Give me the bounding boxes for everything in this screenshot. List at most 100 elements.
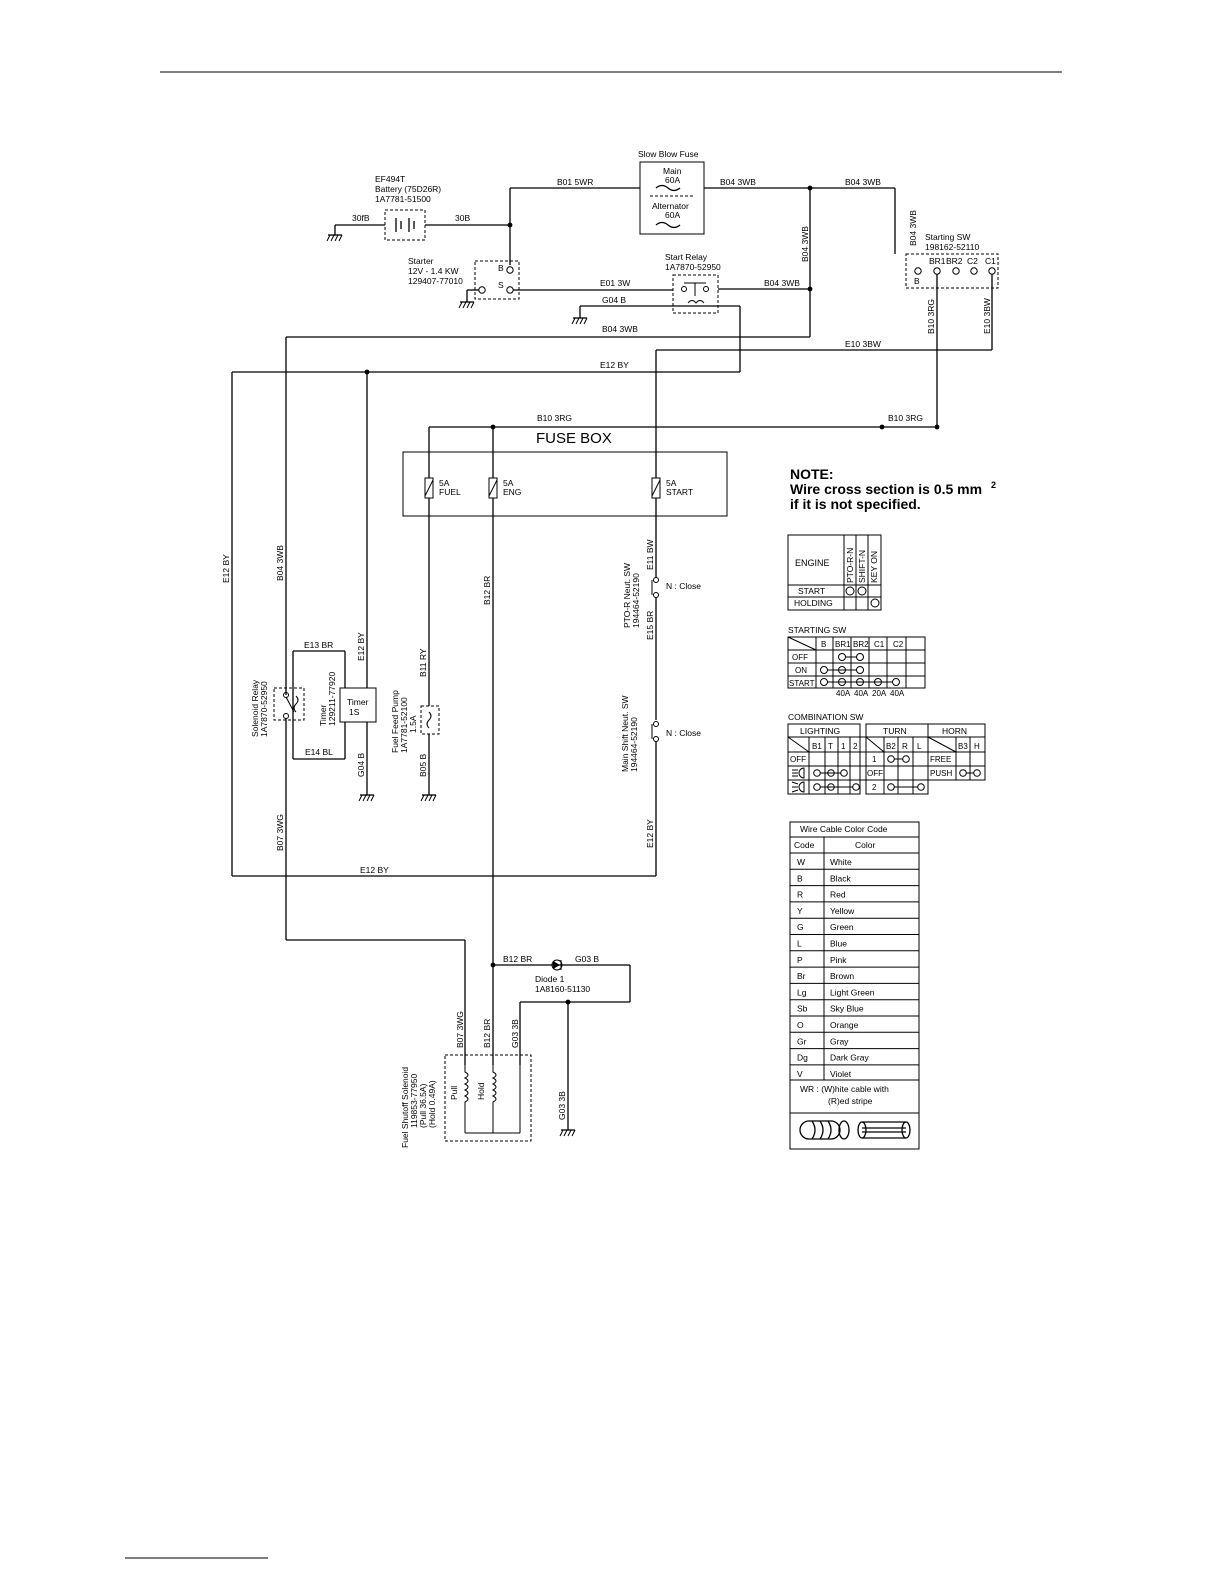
svg-text:E14 BL: E14 BL <box>305 747 333 757</box>
svg-text:Timer: Timer <box>347 697 369 707</box>
starting-switch: Starting SW 198162-52110 BR1 BR2 C2 C1 B <box>905 232 999 289</box>
svg-text:Wire cross section is 0.5 mm: Wire cross section is 0.5 mm <box>790 481 982 497</box>
svg-text:FUSE BOX: FUSE BOX <box>536 430 612 447</box>
svg-text:BR2: BR2 <box>946 256 963 266</box>
svg-text:B10 3RG: B10 3RG <box>537 413 572 423</box>
svg-text:TURN: TURN <box>883 726 907 736</box>
svg-text:B04 3WB: B04 3WB <box>602 324 638 334</box>
color-name: Gray <box>830 1036 849 1046</box>
low-beam-icon <box>792 767 805 779</box>
ground-icon <box>571 317 588 325</box>
color-name: Light Green <box>830 987 875 997</box>
svg-text:1: 1 <box>841 742 846 751</box>
svg-text:KEY ON: KEY ON <box>869 551 879 583</box>
battery: EF494T Battery (75D26R) 1A7781-51500 <box>375 174 441 241</box>
color-name: Sky Blue <box>830 1004 864 1014</box>
svg-text:OFF: OFF <box>790 755 806 764</box>
svg-text:40A: 40A <box>890 689 905 698</box>
svg-text:STARTING SW: STARTING SW <box>788 625 846 635</box>
svg-text:Slow Blow Fuse: Slow Blow Fuse <box>638 149 699 159</box>
svg-text:PTO-R-N: PTO-R-N <box>845 548 855 583</box>
svg-text:40A: 40A <box>836 689 851 698</box>
svg-text:2: 2 <box>872 783 877 792</box>
svg-text:20A: 20A <box>872 689 887 698</box>
plain-cable-icon <box>857 1121 911 1139</box>
svg-text:2: 2 <box>853 742 858 751</box>
ground-icon <box>559 1129 576 1137</box>
color-name: Orange <box>830 1020 859 1030</box>
svg-text:Fuel Shutoff Solenoid: Fuel Shutoff Solenoid <box>400 1067 410 1148</box>
svg-text:SHIFT-N: SHIFT-N <box>857 550 867 583</box>
svg-text:129211-77920: 129211-77920 <box>327 672 337 726</box>
svg-text:G03 3B: G03 3B <box>557 1091 567 1120</box>
svg-text:H: H <box>974 742 980 751</box>
svg-text:B1: B1 <box>812 742 822 751</box>
svg-text:G03 B: G03 B <box>575 954 599 964</box>
svg-text:Hold: Hold <box>476 1082 486 1100</box>
svg-text:EF494T: EF494T <box>375 174 405 184</box>
svg-text:60A: 60A <box>665 175 680 185</box>
svg-text:S: S <box>498 280 504 290</box>
fuse-eng: 5A ENG <box>488 477 521 499</box>
svg-text:12V - 1.4 KW: 12V - 1.4 KW <box>408 266 459 276</box>
svg-text:ENG: ENG <box>503 487 521 497</box>
svg-text:N : Close: N : Close <box>666 728 701 738</box>
svg-text:if it is not specified.: if it is not specified. <box>790 496 921 512</box>
svg-text:198162-52110: 198162-52110 <box>925 242 979 252</box>
svg-text:B: B <box>821 640 826 649</box>
svg-text:PUSH: PUSH <box>930 769 952 778</box>
color-name: Green <box>830 922 854 932</box>
fuse-box <box>402 451 728 517</box>
svg-text:E12 BY: E12 BY <box>360 865 389 875</box>
svg-text:5A: 5A <box>666 478 677 488</box>
svg-text:Start Relay: Start Relay <box>665 252 708 262</box>
color-code: G <box>797 922 804 932</box>
svg-text:BR2: BR2 <box>853 640 869 649</box>
svg-text:B05 B: B05 B <box>418 754 428 777</box>
starter: Starter 12V - 1.4 KW 129407-77010 B S <box>408 256 520 300</box>
svg-text:WR : (W)hite cable with: WR : (W)hite cable with <box>800 1084 889 1094</box>
svg-text:Color: Color <box>855 840 875 850</box>
svg-text:B04 3WB: B04 3WB <box>275 545 285 581</box>
svg-text:B04 3WB: B04 3WB <box>845 177 881 187</box>
svg-text:HOLDING: HOLDING <box>794 598 833 608</box>
svg-text:PTO-R Neut. SW: PTO-R Neut. SW <box>622 563 632 628</box>
color-code-table: Wire Cable Color Code Code Color W WhiteB… <box>789 821 920 1150</box>
svg-text:Solenoid Relay: Solenoid Relay <box>250 679 260 737</box>
svg-text:Timer: Timer <box>318 704 328 726</box>
svg-text:BR1: BR1 <box>929 256 946 266</box>
color-name: Brown <box>830 971 854 981</box>
starting-sw-table: STARTING SW B BR1 BR2 C1 C2 OFF ON START… <box>787 625 926 698</box>
color-code: B <box>797 873 803 883</box>
color-code: W <box>797 857 805 867</box>
svg-text:C2: C2 <box>893 640 904 649</box>
svg-text:R: R <box>902 742 908 751</box>
svg-text:N : Close: N : Close <box>666 581 701 591</box>
svg-text:E10 3BW: E10 3BW <box>982 298 992 334</box>
solenoid-relay: Solenoid Relay 1A7870-52950 <box>250 679 305 737</box>
svg-text:E12 BY: E12 BY <box>356 632 366 661</box>
svg-text:B: B <box>498 263 504 273</box>
color-name: Dark Gray <box>830 1053 869 1063</box>
svg-text:B12 BR: B12 BR <box>503 954 532 964</box>
color-name: Blue <box>830 939 847 949</box>
svg-text:E11 BW: E11 BW <box>645 539 655 570</box>
svg-text:E01 3W: E01 3W <box>600 278 630 288</box>
svg-text:LIGHTING: LIGHTING <box>800 726 840 736</box>
svg-text:Wire Cable Color Code: Wire Cable Color Code <box>800 824 888 834</box>
svg-text:T: T <box>828 742 833 751</box>
svg-text:FREE: FREE <box>930 755 951 764</box>
svg-text:(R)ed stripe: (R)ed stripe <box>828 1096 873 1106</box>
color-name: White <box>830 857 852 867</box>
svg-text:Code: Code <box>794 840 815 850</box>
svg-text:Pull: Pull <box>449 1086 459 1100</box>
color-code: Sb <box>797 1004 808 1014</box>
svg-text:1S: 1S <box>349 707 360 717</box>
svg-text:5A: 5A <box>439 478 450 488</box>
svg-text:B07 3WG: B07 3WG <box>455 1011 465 1048</box>
timer: Timer 129211-77920 Timer 1S <box>318 672 377 726</box>
svg-text:Main Shift Neut. SW: Main Shift Neut. SW <box>620 695 630 772</box>
svg-text:BR1: BR1 <box>835 640 851 649</box>
svg-text:E12 BY: E12 BY <box>221 554 231 583</box>
